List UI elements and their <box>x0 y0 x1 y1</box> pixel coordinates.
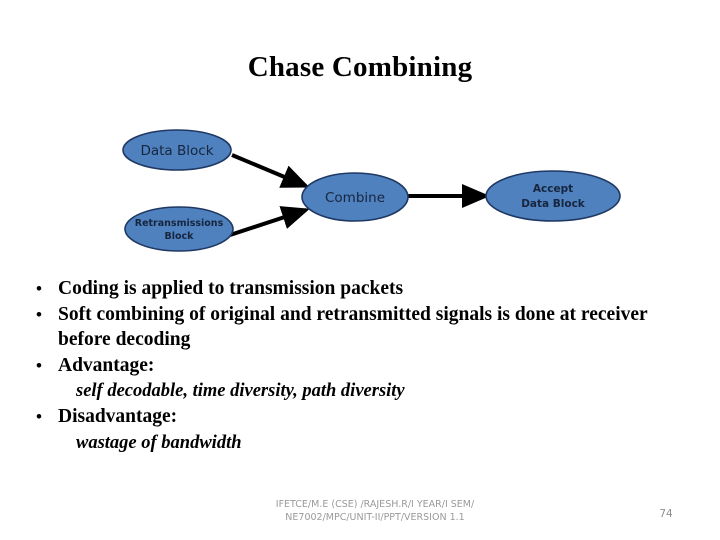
list-item: • Disadvantage: <box>36 404 682 430</box>
diagram-edges <box>229 153 490 237</box>
bullet-icon: • <box>36 279 42 298</box>
node-data-block-shape <box>122 129 232 171</box>
bullet-icon: • <box>36 355 42 375</box>
node-accept-data-block-shape <box>485 170 621 222</box>
node-combine-shape <box>301 172 409 222</box>
list-item-subtext: self decodable, time diversity, path div… <box>76 381 405 401</box>
list-item-text: Soft combining of original and retransmi… <box>58 303 648 351</box>
node-combine[interactable]: Combine <box>301 172 409 222</box>
list-item: • Soft combining of original and retrans… <box>36 302 682 353</box>
chase-combining-diagram: Data Block Retransmissions Block Combine… <box>0 118 720 273</box>
bullet-list: • Coding is applied to transmission pack… <box>36 276 682 456</box>
page-number: 74 <box>659 508 673 520</box>
node-accept-data-block[interactable]: Accept Data Block <box>485 170 621 222</box>
node-accept-data-block-label-line2: Data Block <box>521 198 586 210</box>
slide-footer: IFETCE/M.E (CSE) /RAJESH.R/I YEAR/I SEM/… <box>210 499 540 524</box>
list-item-text: Advantage: <box>58 354 155 376</box>
bullet-icon: • <box>36 407 42 426</box>
edge-data-block-to-combine <box>231 153 310 188</box>
list-item-subtext: wastage of bandwidth <box>76 432 242 453</box>
node-accept-data-block-label-line1: Accept <box>533 183 573 195</box>
list-item-text: Coding is applied to transmission packet… <box>58 278 404 299</box>
node-retransmissions-block-label-line2: Block <box>165 231 195 242</box>
page-title: Chase Combining <box>247 51 473 83</box>
node-combine-label: Combine <box>325 190 385 206</box>
edge-retransmissions-to-combine <box>229 206 310 237</box>
list-item-text: Disadvantage: <box>58 406 178 427</box>
node-data-block[interactable]: Data Block <box>122 129 232 171</box>
node-data-block-label: Data Block <box>140 143 213 159</box>
footer-line-1: IFETCE/M.E (CSE) /RAJESH.R/I YEAR/I SEM/ <box>275 499 475 510</box>
node-retransmissions-block-shape <box>124 206 234 252</box>
list-item: • Advantage: <box>36 353 682 379</box>
list-item: • Coding is applied to transmission pack… <box>36 276 682 302</box>
node-retransmissions-block-label-line1: Retransmissions <box>135 218 224 229</box>
node-retransmissions-block[interactable]: Retransmissions Block <box>124 206 234 252</box>
bullet-icon: • <box>36 304 42 324</box>
footer-line-2: NE7002/MPC/UNIT-II/PPT/VERSION 1.1 <box>285 511 465 523</box>
